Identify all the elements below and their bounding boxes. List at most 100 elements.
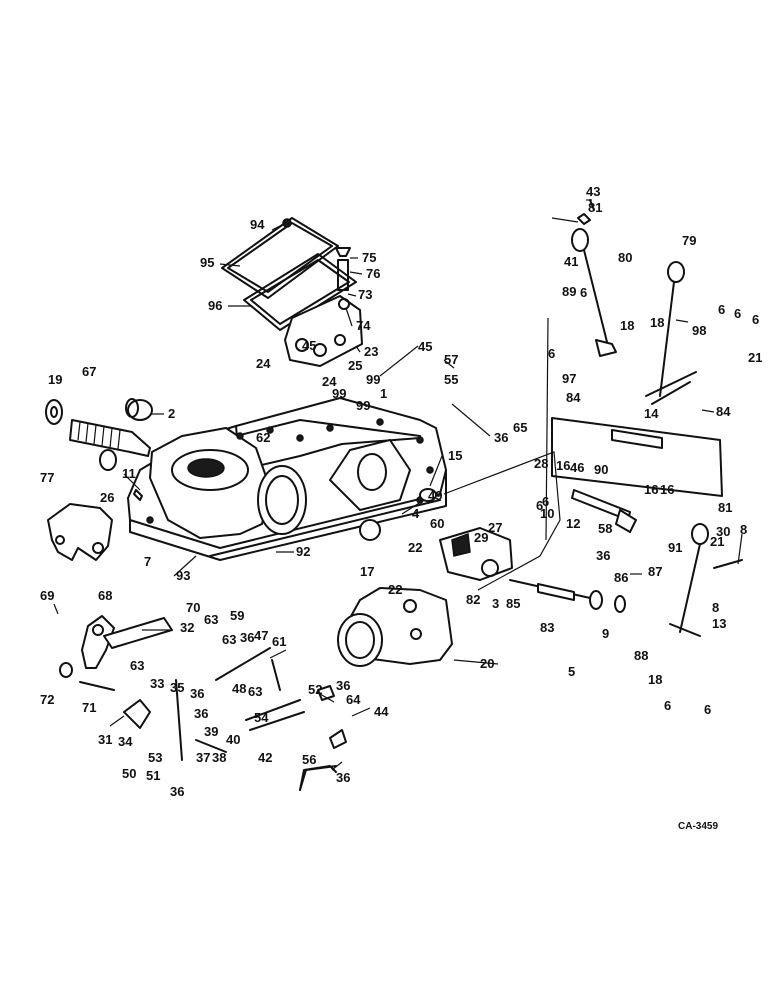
part-label: 73 xyxy=(358,287,372,302)
part-label: 44 xyxy=(374,704,389,719)
part-label: 36 xyxy=(494,430,508,445)
part-label: 22 xyxy=(388,582,402,597)
part-label: 18 xyxy=(648,672,662,687)
part-label: 6 xyxy=(664,698,671,713)
part-label: 99 xyxy=(356,398,370,413)
part-label: 84 xyxy=(566,390,581,405)
part-label: 50 xyxy=(122,766,136,781)
part-label: 57 xyxy=(444,352,458,367)
part-label: 24 xyxy=(256,356,271,371)
part-label: 59 xyxy=(230,608,244,623)
part-label: 27 xyxy=(488,520,502,535)
part-label: 36 xyxy=(240,630,254,645)
part-label: 60 xyxy=(430,516,444,531)
part-label: 45 xyxy=(302,338,316,353)
part-label: 1 xyxy=(380,386,387,401)
part-label: 39 xyxy=(204,724,218,739)
part-label: 6 xyxy=(734,306,741,321)
part-label: 11 xyxy=(122,466,136,481)
part-label: 95 xyxy=(200,255,214,270)
part-label: 35 xyxy=(170,680,184,695)
part-label: 24 xyxy=(322,374,337,389)
part-label: 38 xyxy=(212,750,226,765)
part-label: 84 xyxy=(716,404,731,419)
part-label: 81 xyxy=(588,200,602,215)
part-label: 67 xyxy=(82,364,96,379)
part-label: 62 xyxy=(256,430,270,445)
part-labels: 1 2 3 4 5 6 6 6 6 6 6 6 6 6 7 8 8 9 10 1… xyxy=(40,184,762,799)
part-label: 74 xyxy=(356,318,371,333)
part-label: 48 xyxy=(232,681,246,696)
part-label: 6 xyxy=(548,346,555,361)
part-label: 8 xyxy=(740,522,747,537)
part-label: 49 xyxy=(428,488,442,503)
part-label: 36 xyxy=(194,706,208,721)
part-label: 54 xyxy=(254,710,269,725)
part-label: 99 xyxy=(332,386,346,401)
part-label: 16 xyxy=(556,458,570,473)
part-label: 63 xyxy=(248,684,262,699)
part-label: 33 xyxy=(150,676,164,691)
part-label: 6 xyxy=(536,498,543,513)
part-label: 19 xyxy=(48,372,62,387)
part-label: 63 xyxy=(204,612,218,627)
part-label: 71 xyxy=(82,700,96,715)
part-label: 40 xyxy=(226,732,240,747)
part-label: 9 xyxy=(602,626,609,641)
part-label: 89 xyxy=(562,284,576,299)
part-label: 15 xyxy=(448,448,462,463)
parts-drawing xyxy=(45,199,743,791)
part-label: 64 xyxy=(346,692,361,707)
part-label: 6 xyxy=(704,702,711,717)
part-label: 55 xyxy=(444,372,458,387)
part-label: 36 xyxy=(596,548,610,563)
part-label: 43 xyxy=(586,184,600,199)
part-label: 18 xyxy=(650,315,664,330)
part-label: 14 xyxy=(644,406,659,421)
part-label: 13 xyxy=(712,616,726,631)
part-label: 10 xyxy=(540,506,554,521)
part-label: 61 xyxy=(272,634,286,649)
part-label: 86 xyxy=(614,570,628,585)
part-label: 37 xyxy=(196,750,210,765)
part-label: 93 xyxy=(176,568,190,583)
part-label: 81 xyxy=(718,500,732,515)
part-label: 8 xyxy=(712,600,719,615)
part-label: 87 xyxy=(648,564,662,579)
part-label: 51 xyxy=(146,768,160,783)
part-label: 97 xyxy=(562,371,576,386)
part-label: 45 xyxy=(418,339,432,354)
part-label: 56 xyxy=(302,752,316,767)
part-label: 70 xyxy=(186,600,200,615)
part-label: 6 xyxy=(542,494,549,509)
part-label: 36 xyxy=(336,678,350,693)
part-label: 21 xyxy=(748,350,762,365)
part-label: 99 xyxy=(366,372,380,387)
part-label: 23 xyxy=(364,344,378,359)
part-label: 94 xyxy=(250,217,265,232)
part-label: 6 xyxy=(752,312,759,327)
part-label: 80 xyxy=(618,250,632,265)
part-label: 96 xyxy=(208,298,222,313)
part-label: 52 xyxy=(308,682,322,697)
part-label: 29 xyxy=(474,530,488,545)
part-label: 72 xyxy=(40,692,54,707)
part-label: 47 xyxy=(254,628,268,643)
part-label: 90 xyxy=(594,462,608,477)
part-label: 77 xyxy=(40,470,54,485)
part-label: 79 xyxy=(682,233,696,248)
part-label: 41 xyxy=(564,254,578,269)
part-label: 42 xyxy=(258,750,272,765)
part-label: 85 xyxy=(506,596,520,611)
part-label: 65 xyxy=(513,420,527,435)
part-label: 82 xyxy=(466,592,480,607)
part-label: 6 xyxy=(580,285,587,300)
part-label: 28 xyxy=(534,456,548,471)
part-label: 34 xyxy=(118,734,133,749)
part-label: 18 xyxy=(620,318,634,333)
leader-lines xyxy=(53,199,743,771)
part-label: 63 xyxy=(130,658,144,673)
part-label: 12 xyxy=(566,516,580,531)
part-label: 92 xyxy=(296,544,310,559)
